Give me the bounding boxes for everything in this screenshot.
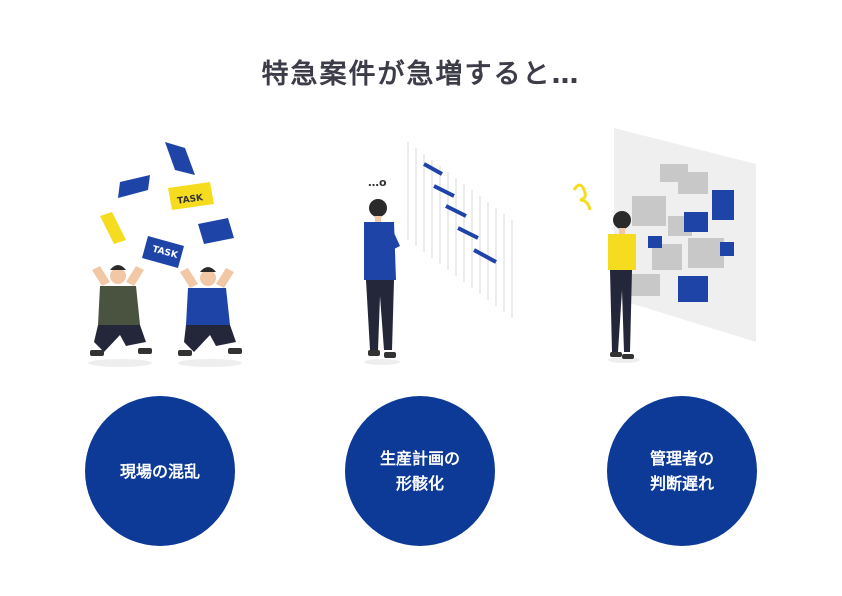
task-label: TASK (177, 193, 205, 207)
flying-card-blue (165, 142, 195, 175)
confusion-swirl-icon (572, 183, 592, 211)
impact-circle-confusion: 現場の混乱 (85, 396, 235, 546)
flying-card-blue (198, 218, 234, 244)
confused-workers-illustration: TASK TASK (88, 142, 242, 367)
task-card-blue: TASK (142, 236, 184, 268)
worker-right-figure (178, 267, 242, 367)
manager-figure (608, 211, 640, 363)
task-card-yellow: TASK (168, 182, 214, 210)
flying-card-yellow (100, 212, 126, 244)
circle-label: 現場の混乱 (119, 461, 200, 481)
circle-label: 生産計画の (379, 449, 460, 468)
page-title: 特急案件が急増すると… (261, 59, 581, 90)
flying-card-blue (118, 175, 150, 198)
circle-label: 判断遅れ (649, 474, 714, 493)
impact-circle-plan: 生産計画の 形骸化 (345, 396, 495, 546)
manager-board-illustration (572, 128, 756, 363)
gantt-bars (423, 162, 497, 264)
circle-label: 形骸化 (395, 474, 444, 493)
worker-left-figure (88, 265, 152, 367)
gantt-chart-board (407, 142, 513, 318)
board-blocks (630, 164, 734, 302)
gantt-chart-illustration: …o (364, 142, 513, 365)
circle-label: 管理者の (649, 449, 714, 468)
person-thinking-figure (364, 199, 400, 365)
impact-circle-manager: 管理者の 判断遅れ (607, 396, 757, 546)
thought-dots: …o (368, 176, 387, 189)
